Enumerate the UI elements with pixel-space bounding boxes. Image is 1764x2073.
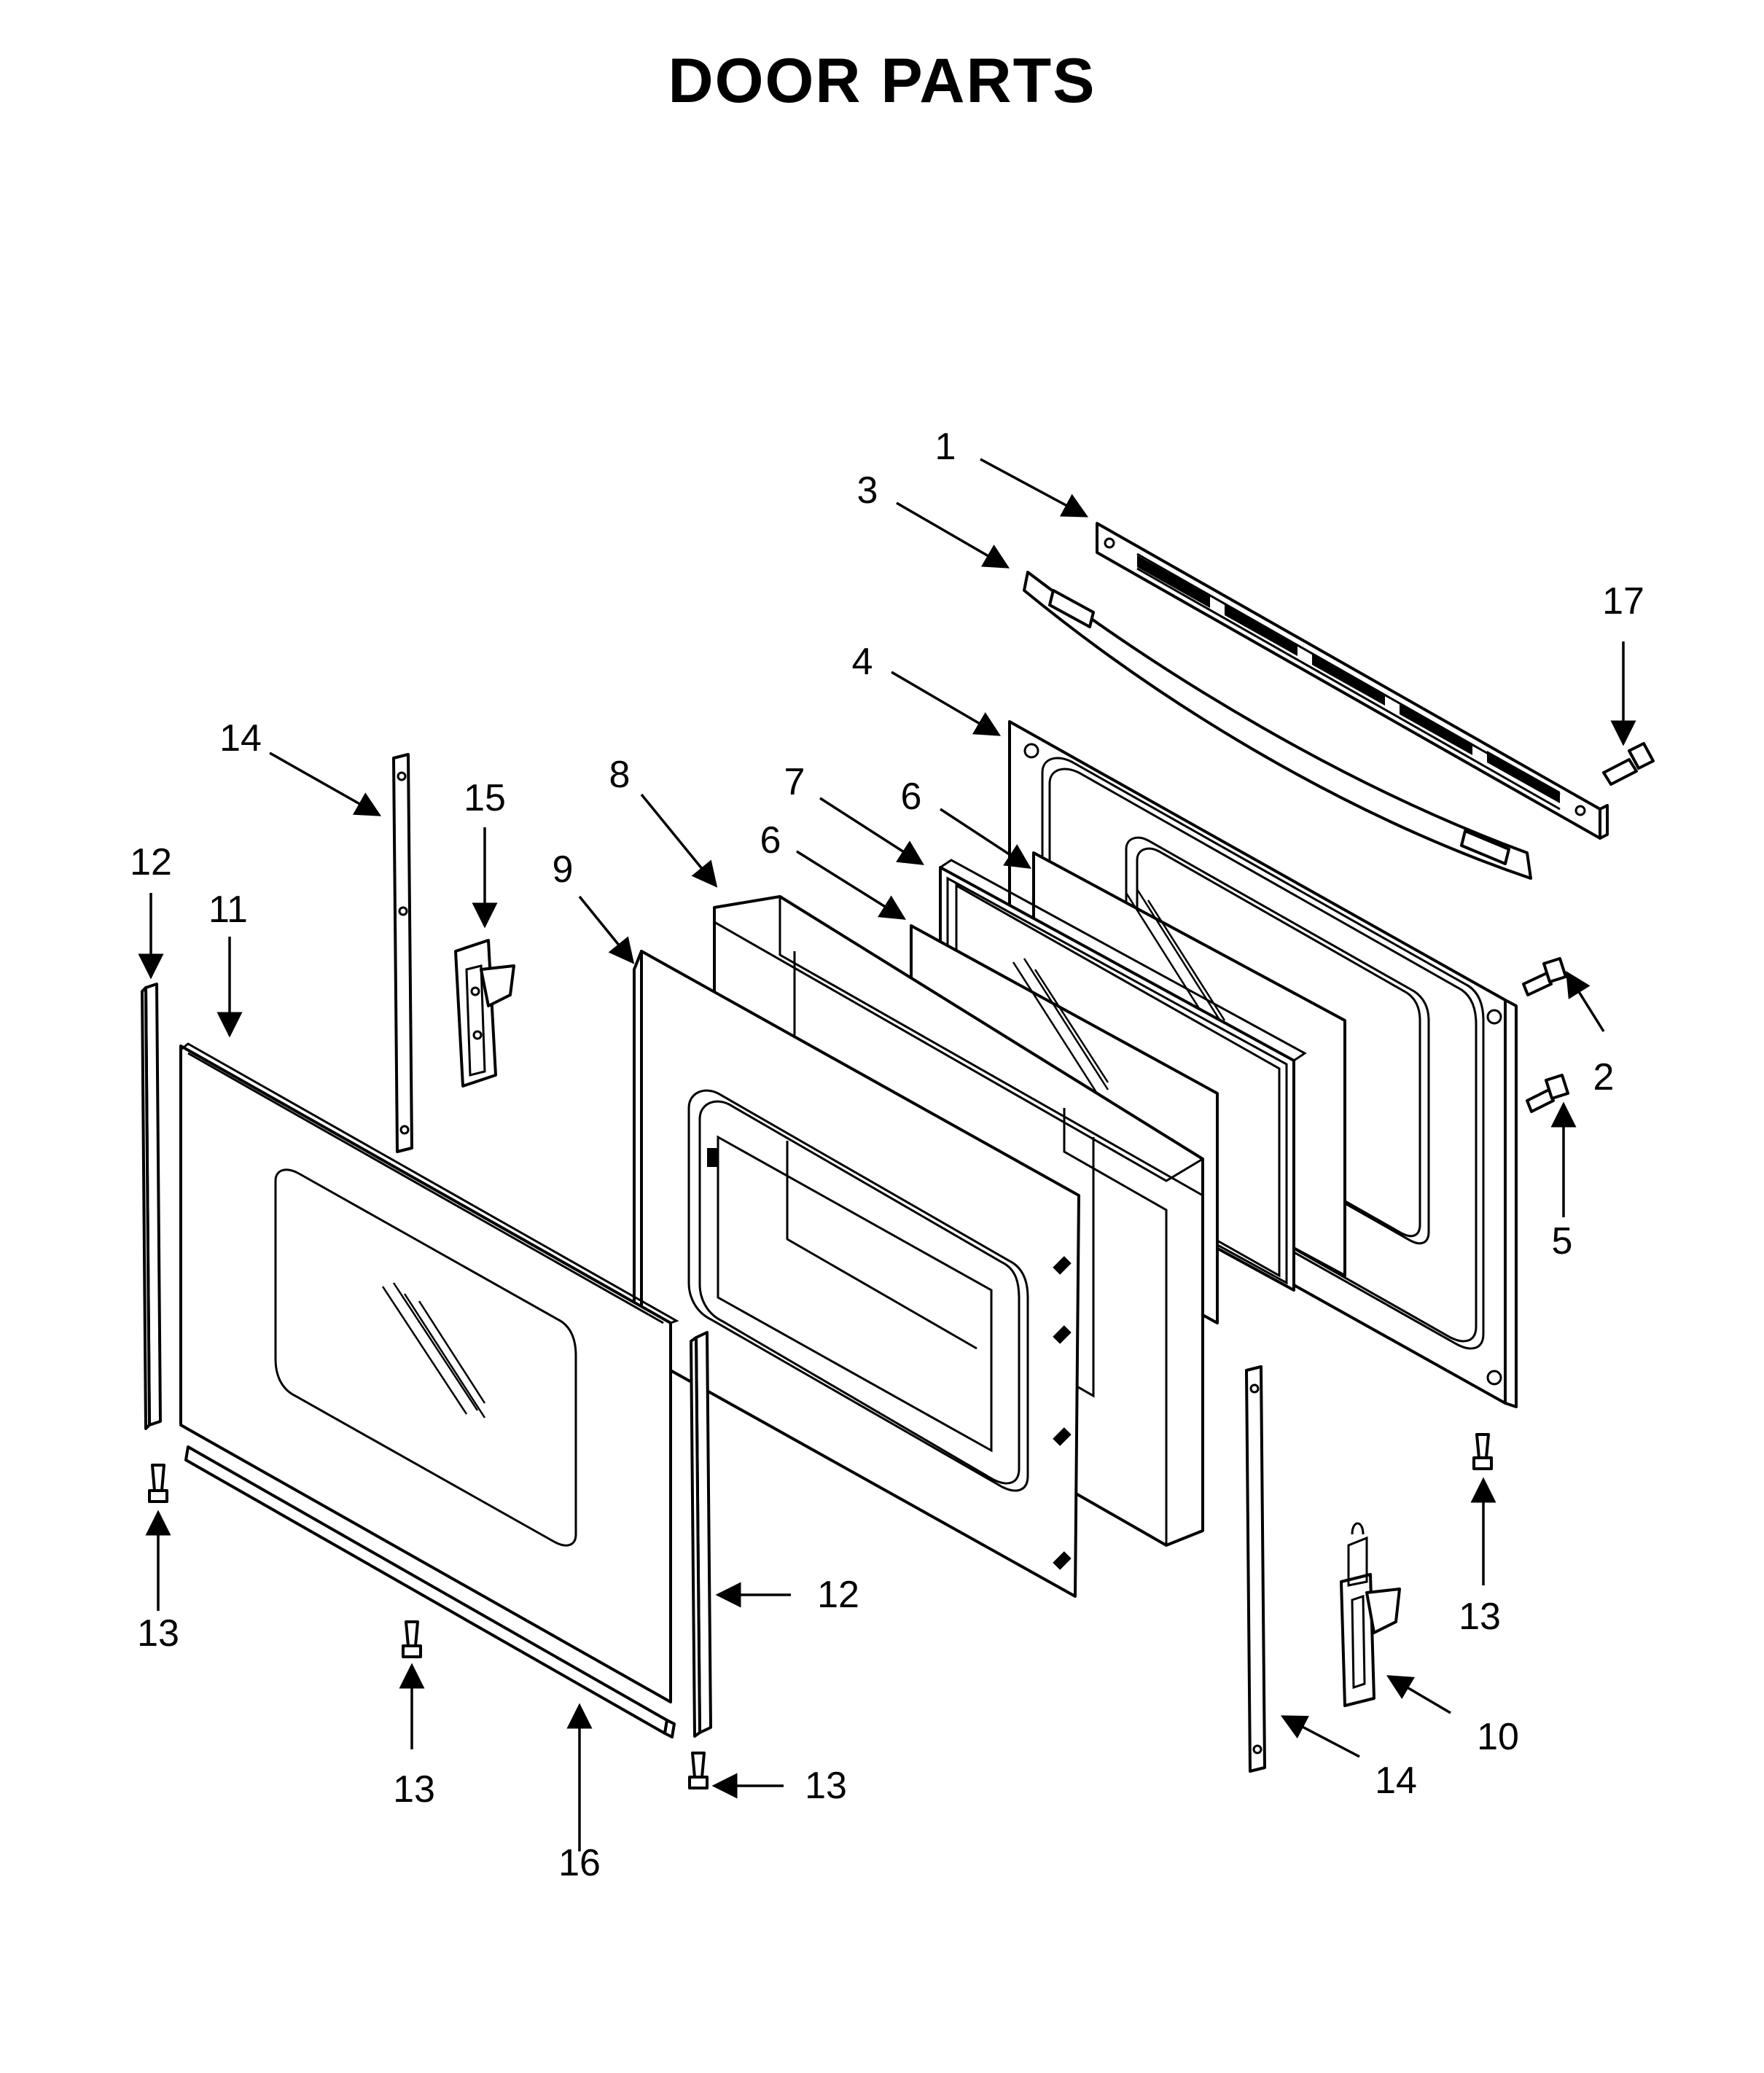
callout-6a: 6 bbox=[901, 776, 922, 818]
part-5-screw bbox=[1526, 1088, 1555, 1113]
callout-3: 3 bbox=[857, 469, 878, 512]
part-13-screw-c bbox=[691, 1752, 706, 1779]
page-title: DOOR PARTS bbox=[668, 46, 1096, 116]
part-13-screw-d bbox=[1475, 1433, 1490, 1459]
callout-labels: 1 2 3 4 5 6 6 7 8 9 10 11 12 12 13 13 13… bbox=[130, 426, 1644, 1884]
callout-11: 11 bbox=[208, 889, 248, 931]
part-2-screw bbox=[1522, 972, 1553, 996]
part-13-screw-a bbox=[151, 1464, 165, 1492]
callout-13d: 13 bbox=[1459, 1596, 1501, 1638]
part-10-hinge bbox=[1340, 1522, 1401, 1707]
part-1-vent-panel bbox=[1096, 522, 1609, 840]
part-12-left-side-trim bbox=[141, 983, 162, 1430]
callout-12b: 12 bbox=[817, 1574, 859, 1616]
part-11-outer-door-panel bbox=[179, 1042, 679, 1703]
part-12-right-side-trim bbox=[690, 1331, 712, 1738]
part-16-bottom-trim bbox=[184, 1445, 676, 1738]
leader-lines bbox=[138, 458, 1636, 1851]
part-17-screw bbox=[1602, 742, 1655, 786]
callout-8: 8 bbox=[609, 754, 631, 796]
callout-13a: 13 bbox=[137, 1612, 179, 1655]
callout-13b: 13 bbox=[393, 1768, 435, 1811]
part-14-left-hinge-channel bbox=[392, 753, 413, 1153]
part-15-hinge bbox=[454, 939, 515, 1088]
part-13-screw-b bbox=[405, 1620, 419, 1647]
callout-1: 1 bbox=[935, 426, 956, 468]
part-14-right-hinge-channel bbox=[1245, 1365, 1266, 1773]
callout-12a: 12 bbox=[130, 841, 172, 883]
callout-14b: 14 bbox=[1375, 1760, 1417, 1802]
callout-5: 5 bbox=[1552, 1220, 1573, 1262]
callout-9: 9 bbox=[553, 848, 574, 891]
callout-15: 15 bbox=[464, 777, 506, 819]
callout-16: 16 bbox=[558, 1842, 601, 1884]
callout-13c: 13 bbox=[805, 1765, 847, 1807]
part-3-door-handle bbox=[1023, 571, 1532, 880]
callout-6b: 6 bbox=[760, 819, 781, 862]
callout-14a: 14 bbox=[219, 717, 262, 760]
callout-7: 7 bbox=[784, 761, 805, 803]
part-9-door-frame bbox=[633, 950, 1080, 1598]
callout-10: 10 bbox=[1477, 1716, 1519, 1758]
screws-group bbox=[148, 957, 1569, 1789]
callout-2: 2 bbox=[1593, 1056, 1615, 1098]
callout-4: 4 bbox=[852, 641, 873, 683]
callout-17: 17 bbox=[1602, 580, 1644, 622]
